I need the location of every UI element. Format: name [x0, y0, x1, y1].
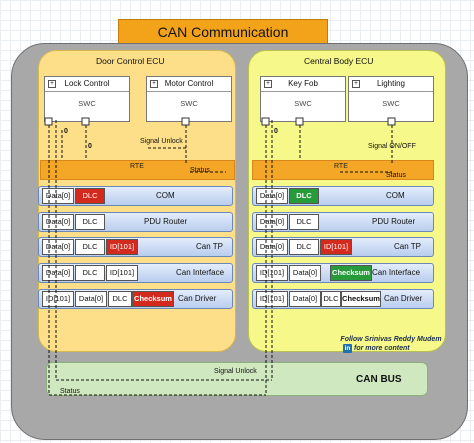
bus-signal-unlock-label: Signal Unlock: [214, 368, 257, 375]
status-left-label: Status: [190, 167, 210, 174]
left-pdu-label: PDU Router: [144, 217, 188, 226]
can-bus-label: CAN BUS: [356, 374, 402, 385]
right-tp-id101: ID[101]: [320, 239, 352, 255]
left-tp-label: Can TP: [196, 242, 223, 251]
rte-right: [252, 160, 434, 180]
swc-lighting-body: SWC: [349, 91, 433, 121]
right-pdu-label: PDU Router: [372, 217, 416, 226]
credit-line2: for more content: [354, 345, 410, 352]
zero-label-a: 0: [64, 128, 68, 135]
diagram-title: CAN Communication: [118, 19, 328, 45]
right-tp-label: Can TP: [394, 242, 421, 251]
left-drv-dlc: DLC: [108, 291, 132, 307]
right-drv-checksum: Checksum: [341, 291, 381, 307]
left-drv-label: Can Driver: [178, 294, 217, 303]
left-com-data0: Data[0]: [42, 188, 74, 204]
left-if-id101: ID[101]: [106, 265, 138, 281]
expand-icon: +: [48, 80, 56, 88]
door-control-ecu-label: Door Control ECU: [96, 56, 165, 66]
left-drv-checksum: Checksum: [132, 291, 174, 307]
rte-right-label: RTE: [334, 163, 348, 170]
left-if-dlc: DLC: [75, 265, 105, 281]
left-if-data0: Data[0]: [42, 265, 74, 281]
swc-lock-control-label: Lock Control: [64, 79, 110, 88]
left-com-dlc: DLC: [75, 188, 105, 204]
left-pdu-dlc: DLC: [75, 214, 105, 230]
left-tp-data0: Data[0]: [42, 239, 74, 255]
right-drv-data0: Data[0]: [289, 291, 321, 307]
can-bus: [46, 362, 428, 396]
credit-line1: Follow Srinivas Reddy Mudem: [340, 336, 442, 343]
rte-left-label: RTE: [130, 163, 144, 170]
expand-icon: +: [264, 80, 272, 88]
linkedin-icon[interactable]: in: [343, 344, 352, 353]
central-body-ecu-label: Central Body ECU: [304, 56, 374, 66]
status-right-label: Status: [386, 172, 406, 179]
right-if-checksum: Checksum: [330, 265, 372, 281]
left-drv-id101: ID[101]: [42, 291, 74, 307]
right-drv-label: Can Driver: [384, 294, 423, 303]
swc-lighting: + Lighting SWC: [348, 76, 434, 122]
expand-icon: +: [150, 80, 158, 88]
swc-key-fob-body: SWC: [261, 91, 345, 121]
rte-left: [40, 160, 235, 180]
left-drv-data0: Data[0]: [75, 291, 107, 307]
right-com-label: COM: [386, 191, 405, 200]
left-tp-id101: ID[101]: [106, 239, 138, 255]
left-tp-dlc: DLC: [75, 239, 105, 255]
bus-status-label: Status: [60, 388, 80, 395]
right-if-label: Can Interface: [372, 268, 421, 277]
right-pdu-dlc: DLC: [289, 214, 319, 230]
swc-lighting-label: Lighting: [376, 79, 406, 88]
signal-unlock-label: Signal Unlock: [140, 138, 183, 145]
signal-onoff-label: Signal ON/OFF: [368, 143, 416, 150]
swc-key-fob-label: Key Fob: [288, 79, 318, 88]
zero-label-c: 0: [274, 128, 278, 135]
swc-motor-control-body: SWC: [147, 91, 231, 121]
right-com-dlc: DLC: [289, 188, 319, 204]
left-if-label: Can Interface: [176, 268, 225, 277]
right-tp-dlc: DLC: [289, 239, 319, 255]
swc-key-fob: + Key Fob SWC: [260, 76, 346, 122]
swc-lock-control-body: SWC: [45, 91, 129, 121]
zero-label-b: 0: [88, 143, 92, 150]
right-if-data0: Data[0]: [289, 265, 321, 281]
left-pdu-data0: Data[0]: [42, 214, 74, 230]
expand-icon: +: [352, 80, 360, 88]
swc-motor-control-label: Motor Control: [164, 79, 214, 88]
left-com-label: COM: [156, 191, 175, 200]
right-drv-dlc: DLC: [321, 291, 341, 307]
